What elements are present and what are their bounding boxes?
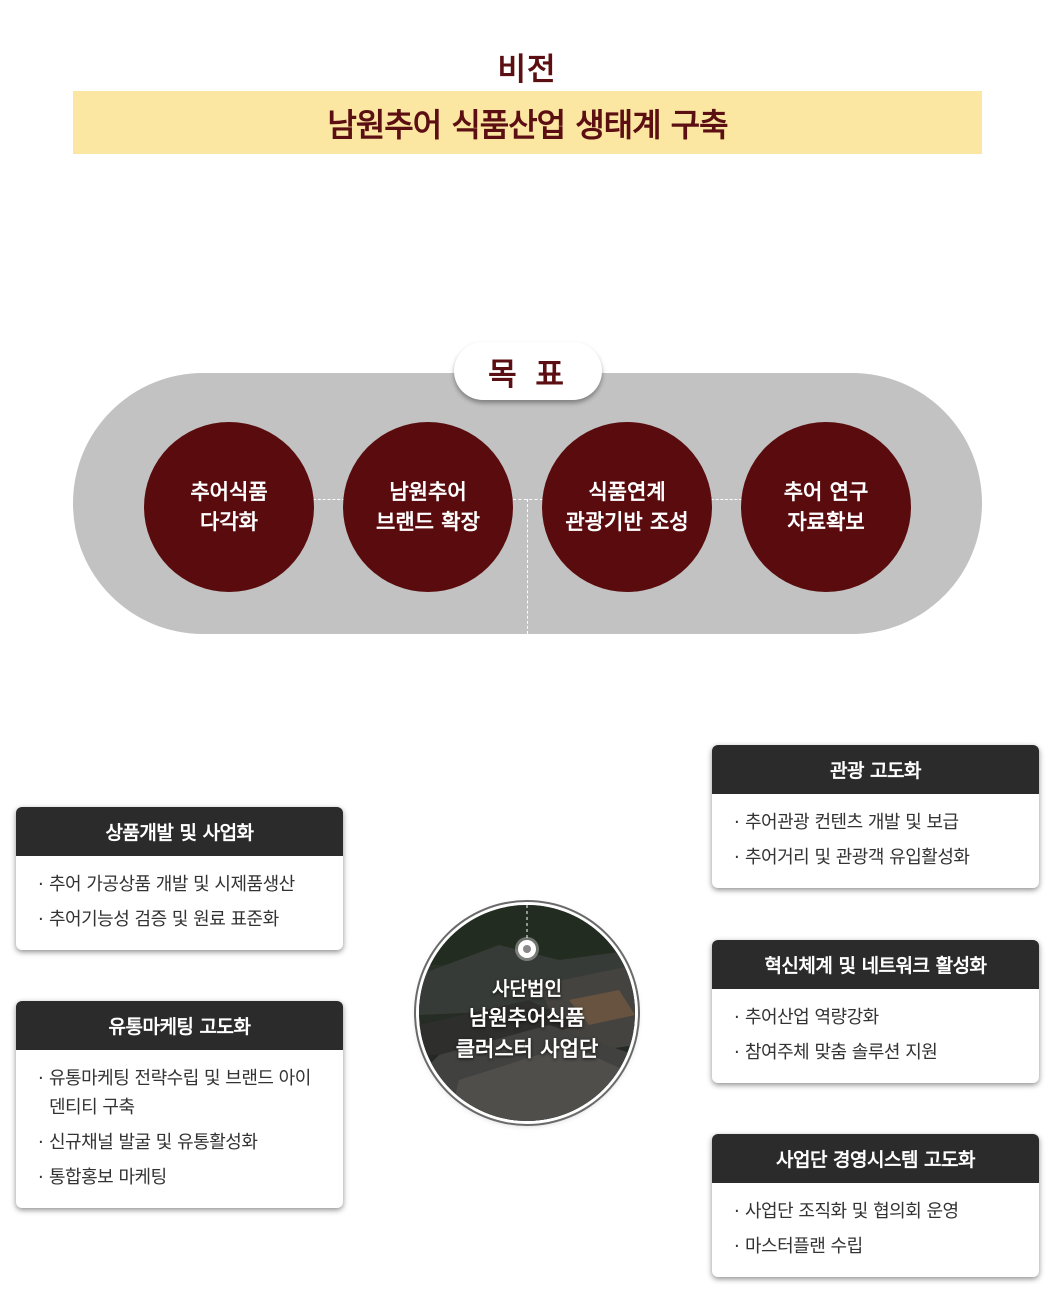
card-title: 유통마케팅 고도화: [16, 1001, 343, 1050]
goal-connector: [711, 499, 742, 500]
card-title: 상품개발 및 사업화: [16, 807, 343, 856]
card-item: 마스터플랜 수립: [734, 1232, 1017, 1261]
goal-label-line2: 다각화: [200, 510, 258, 534]
vision-title: 비전: [497, 52, 557, 88]
card-item: 유통마케팅 전략수립 및 브랜드 아이덴티티 구축: [38, 1064, 311, 1122]
vision-banner: 남원추어 식품산업 생태계 구축: [73, 91, 982, 154]
goal-connector: [313, 499, 345, 500]
card-tourism: 관광 고도화 추어관광 컨텐츠 개발 및 보급 추어거리 및 관광객 유입활성화: [712, 745, 1039, 888]
card-distribution-marketing: 유통마케팅 고도화 유통마케팅 전략수립 및 브랜드 아이덴티티 구축 신규채널…: [16, 1001, 343, 1208]
goal-connector-vertical: [527, 499, 528, 634]
card-item: 신규채널 발굴 및 유통활성화: [38, 1128, 321, 1157]
goal-label-line2: 관광기반 조성: [565, 510, 689, 534]
card-title: 관광 고도화: [712, 745, 1039, 794]
organization-circle: 사단법인 남원추어식품 클러스터 사업단: [419, 905, 635, 1121]
goal-badge: 목 표: [454, 342, 602, 400]
organization-type: 사단법인: [492, 978, 562, 1000]
card-item: 추어거리 및 관광객 유입활성화: [734, 843, 1017, 872]
goal-label-line1: 식품연계: [588, 480, 666, 504]
card-item: 참여주체 맞춤 솔루션 지원: [734, 1038, 1017, 1067]
card-item: 추어 가공상품 개발 및 시제품생산: [38, 870, 321, 899]
organization-name-line1: 남원추어식품: [469, 1006, 585, 1030]
card-title: 혁신체계 및 네트워크 활성화: [712, 940, 1039, 989]
card-title: 사업단 경영시스템 고도화: [712, 1134, 1039, 1183]
goal-circle-brand: 남원추어 브랜드 확장: [343, 422, 513, 592]
card-item: 추어산업 역량강화: [734, 1003, 1017, 1032]
goal-circle-tourism: 식품연계 관광기반 조성: [542, 422, 712, 592]
card-innovation-network: 혁신체계 및 네트워크 활성화 추어산업 역량강화 참여주체 맞춤 솔루션 지원: [712, 940, 1039, 1083]
goal-label-line1: 추어 연구: [783, 480, 869, 504]
card-item: 추어기능성 검증 및 원료 표준화: [38, 905, 321, 934]
location-dot-icon: [518, 940, 536, 958]
goal-label-line1: 남원추어: [389, 480, 467, 504]
card-product-development: 상품개발 및 사업화 추어 가공상품 개발 및 시제품생산 추어기능성 검증 및…: [16, 807, 343, 950]
goal-label-line1: 추어식품: [190, 480, 268, 504]
goal-circle-diversification: 추어식품 다각화: [144, 422, 314, 592]
card-item: 통합홍보 마케팅: [38, 1163, 321, 1192]
goal-label-line2: 브랜드 확장: [376, 510, 480, 534]
vision-statement: 남원추어 식품산업 생태계 구축: [327, 105, 728, 144]
goal-connector: [513, 499, 543, 500]
organization-name-line2: 클러스터 사업단: [455, 1037, 599, 1061]
hanok-photo: [419, 905, 635, 1121]
card-item: 추어관광 컨텐츠 개발 및 보급: [734, 808, 1017, 837]
goal-label-line2: 자료확보: [787, 510, 865, 534]
card-management-system: 사업단 경영시스템 고도화 사업단 조직화 및 협의회 운영 마스터플랜 수립: [712, 1134, 1039, 1277]
card-item: 사업단 조직화 및 협의회 운영: [734, 1197, 1017, 1226]
goal-circle-research: 추어 연구 자료확보: [741, 422, 911, 592]
